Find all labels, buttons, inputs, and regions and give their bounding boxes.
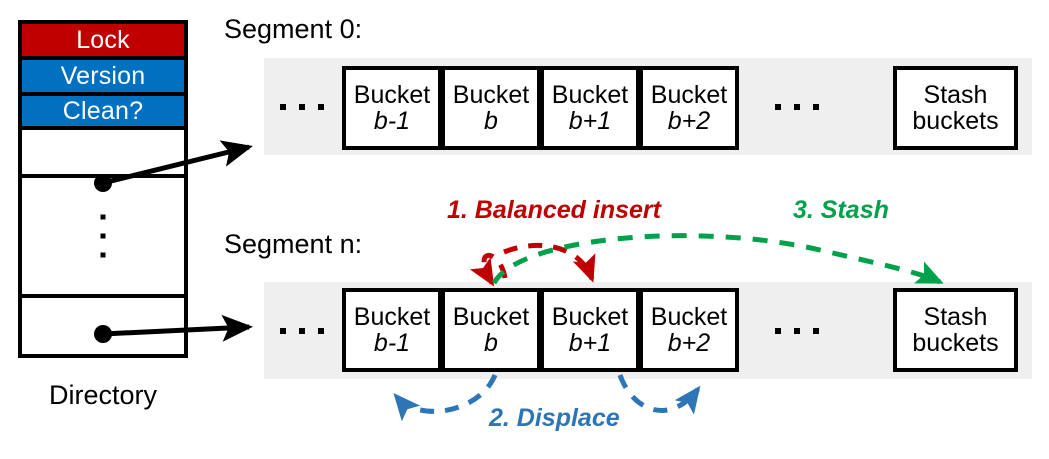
directory-row-ellipsis (22, 178, 184, 298)
stash-line-2: buckets (912, 329, 999, 357)
bucket-name: Bucket (551, 302, 629, 331)
bucket-name: Bucket (353, 80, 431, 109)
segment-0-trailing-ellipsis-icon (775, 104, 819, 110)
bucket-name: Bucket (650, 80, 728, 109)
displace-arrow-left (393, 373, 498, 422)
segment-n-bucket-b-plus-2: Bucket b+2 (639, 288, 739, 372)
balanced-insert-arrow-right (503, 243, 596, 283)
segment-n-stash-buckets: Stash buckets (893, 288, 1018, 372)
directory-row-lock: Lock (22, 24, 184, 60)
segment-n-leading-ellipsis-icon (280, 328, 324, 334)
vertical-ellipsis-icon (100, 214, 106, 258)
bucket-index: b+2 (667, 329, 711, 357)
directory-row-version-label: Version (60, 61, 146, 90)
segment-0-leading-ellipsis-icon (280, 104, 324, 110)
displace-arrow-right (617, 374, 701, 415)
operation-label-balanced-insert: 1. Balanced insert (447, 196, 661, 224)
bucket-name: Bucket (353, 302, 431, 331)
segment-0-bucket-b-plus-2: Bucket b+2 (639, 66, 739, 150)
stash-line-2: buckets (912, 107, 999, 135)
segment-0-bucket-b-plus-1: Bucket b+1 (540, 66, 640, 150)
bucket-index: b (484, 329, 498, 357)
bucket-index: b-1 (373, 107, 411, 135)
operation-label-stash: 3. Stash (793, 196, 889, 224)
bucket-name: Bucket (650, 302, 728, 331)
bucket-index: b (484, 107, 498, 135)
balanced-insert-arrow-left (469, 252, 508, 287)
directory-label: Directory (48, 380, 157, 410)
stash-arrow (491, 233, 944, 285)
segment-n-bucket-b: Bucket b (441, 288, 541, 372)
bucket-index: b-1 (373, 329, 411, 357)
directory-table: Lock Version Clean? (18, 20, 188, 358)
segment-n-trailing-ellipsis-icon (775, 328, 819, 334)
segment-0-label: Segment 0: (224, 14, 363, 44)
directory-row-clean-label: Clean? (62, 96, 144, 125)
directory-row-pointer-2 (22, 298, 184, 354)
segment-n-bucket-b-1: Bucket b-1 (342, 288, 442, 372)
directory-row-lock-label: Lock (76, 25, 130, 54)
bucket-index: b+2 (667, 107, 711, 135)
directory-row-clean: Clean? (22, 96, 184, 130)
bucket-index: b+1 (568, 107, 612, 135)
segment-n-label: Segment n: (224, 229, 363, 259)
bucket-index: b+1 (568, 329, 612, 357)
stash-line-1: Stash (923, 302, 988, 331)
segment-0-bucket-b: Bucket b (441, 66, 541, 150)
operation-label-displace: 2. Displace (489, 404, 620, 432)
stash-line-1: Stash (923, 80, 988, 109)
bucket-name: Bucket (452, 80, 530, 109)
directory-row-pointer-1 (22, 130, 184, 178)
bucket-name: Bucket (551, 80, 629, 109)
segment-n-bucket-b-plus-1: Bucket b+1 (540, 288, 640, 372)
directory-row-version: Version (22, 60, 184, 96)
segment-0-stash-buckets: Stash buckets (893, 66, 1018, 150)
bucket-name: Bucket (452, 302, 530, 331)
segment-0-bucket-b-1: Bucket b-1 (342, 66, 442, 150)
